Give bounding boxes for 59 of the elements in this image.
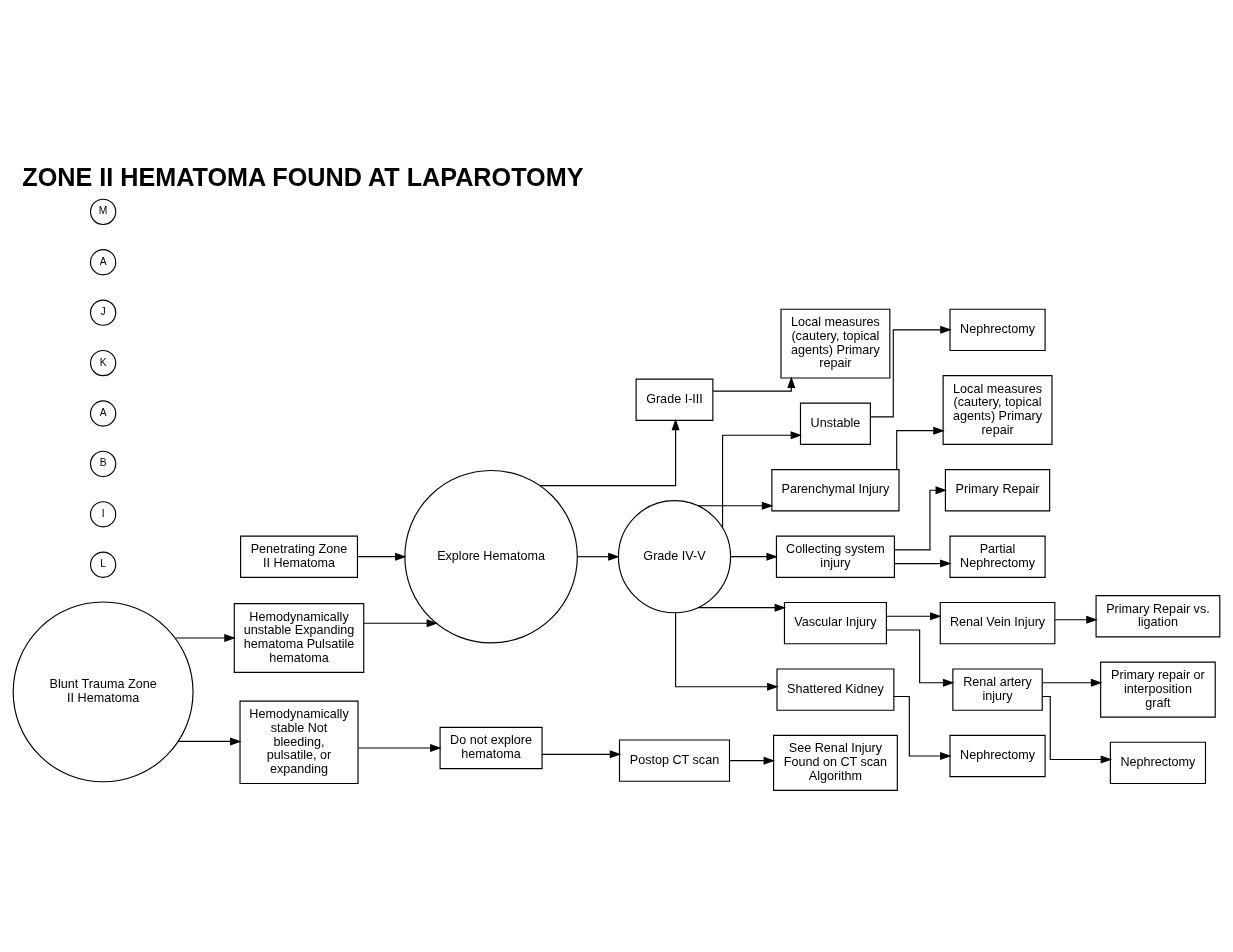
arrow (722, 430, 803, 528)
arrow (886, 611, 942, 620)
arrow (886, 628, 955, 687)
arrow (357, 552, 407, 561)
node-box: Parenchymal Injury (771, 468, 900, 511)
node-box: Local measures (cautery, topical agents) Primary repair (942, 374, 1053, 445)
label: A (99, 406, 107, 418)
node-box: Hemodynamically stable Not bleeding, pulsatile, or expanding (239, 699, 359, 784)
node-box: Primary Repair (944, 468, 1051, 511)
node-box: Penetrating Zone II Hematoma (240, 535, 359, 578)
node-box: Grade I-III (635, 378, 714, 421)
label: B (99, 456, 107, 468)
diagram-title: ZONE II HEMATOMA FOUND AT LAPAROTOMY (22, 162, 584, 191)
node-box: Postop CT scan (618, 738, 731, 782)
node-circle: Explore Hematoma (404, 469, 578, 643)
label: J (100, 305, 106, 317)
arrow (869, 325, 952, 417)
arrow (1041, 695, 1113, 763)
arrow (357, 743, 442, 752)
label: K (99, 356, 107, 368)
arrow (729, 756, 776, 765)
arrow (539, 418, 680, 486)
label: I (101, 507, 105, 519)
arrow (712, 375, 796, 392)
node-box: Hemodynamically unstable Expanding hematoma Pulsatile hematoma (233, 602, 365, 673)
node-box: Primary Repair vs. ligation (1095, 594, 1221, 637)
node-box: Collecting system injury (775, 535, 895, 578)
arrow (1042, 678, 1103, 687)
arrow (363, 618, 439, 627)
node-box: Renal Vein Injury (939, 601, 1056, 644)
node-box: Renal artery injury (952, 667, 1043, 711)
node-box: Primary repair or interposition graft (1100, 661, 1216, 718)
arrow (576, 552, 620, 561)
arrow (177, 736, 242, 745)
arrow (174, 633, 236, 642)
arrow (697, 603, 787, 612)
arrow (541, 749, 622, 758)
arrow (894, 559, 952, 568)
label: M (98, 204, 108, 216)
label: L (100, 557, 106, 569)
arrow (1054, 615, 1098, 624)
node-box: See Renal Injury Found on CT scan Algorithm (773, 734, 898, 791)
arrow (894, 485, 948, 550)
node-box: Do not explore hematoma (439, 726, 543, 769)
node-box: Local measures (cautery, topical agents) Primary repair (780, 308, 891, 379)
arrow (896, 426, 945, 470)
arrow (675, 611, 779, 691)
arrow (730, 552, 778, 561)
node-box: Nephrectomy (949, 308, 1046, 351)
label: A (99, 255, 107, 267)
arrow (697, 501, 774, 510)
node-circle: Grade IV-V (617, 499, 732, 613)
node-box: Shattered Kidney (776, 667, 895, 711)
node-box: Nephrectomy (949, 734, 1046, 777)
node-box: Partial Nephrectomy (949, 535, 1046, 578)
node-box: Nephrectomy (1109, 741, 1207, 784)
node-box: Unstable (799, 402, 871, 445)
node-circle: Blunt Trauma Zone II Hematoma (12, 600, 194, 782)
node-box: Vascular Injury (783, 601, 887, 644)
